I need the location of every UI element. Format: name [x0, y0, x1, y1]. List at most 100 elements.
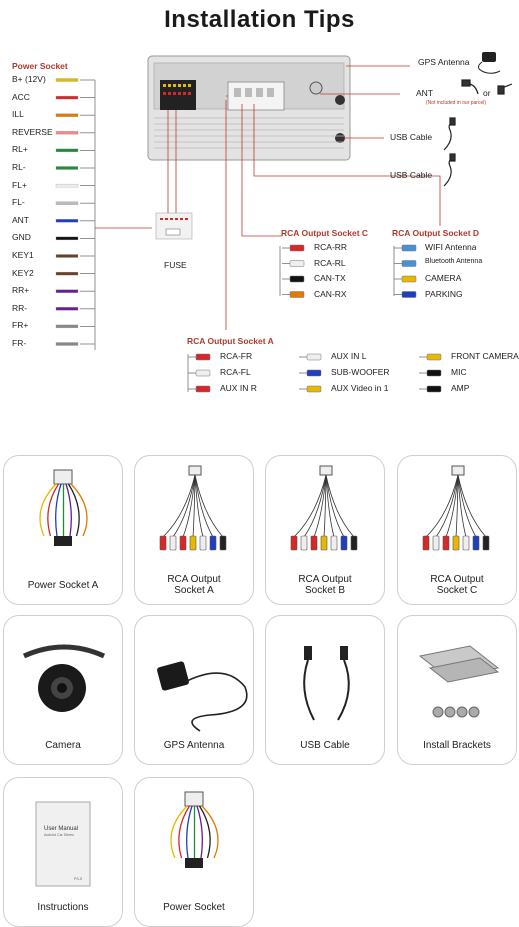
bracket-icon	[418, 645, 500, 718]
usb-cable-icon	[303, 646, 350, 721]
rca-connector	[426, 369, 442, 377]
rca-connector	[426, 353, 442, 361]
power-wire-label: ACC	[12, 91, 30, 102]
power-wire-label: REVERSE	[12, 126, 53, 137]
accessory-card: GPS Antenna	[134, 615, 254, 765]
gps-antenna-label: GPS Antenna	[418, 57, 470, 67]
power-wire-color	[55, 148, 79, 153]
gps-antenna-icon	[157, 661, 248, 732]
page-title: Installation Tips	[164, 6, 355, 33]
accessory-caption: Power Socket A	[27, 580, 99, 591]
rca-cable-icon	[159, 465, 227, 551]
harness-icon	[170, 791, 219, 868]
power-wire-label: RR-	[12, 302, 28, 313]
accessory-card: Install Brackets	[397, 615, 517, 765]
rca-d-heading: RCA Output Socket D	[392, 228, 480, 238]
rca-cable-icon	[159, 465, 227, 551]
power-wire-label: ANT	[12, 214, 29, 225]
gps-antenna-icon	[478, 52, 501, 74]
head-unit-back-panel	[147, 55, 351, 161]
power-wire-color	[55, 254, 79, 258]
harness-icon	[39, 469, 88, 546]
rca-connector	[401, 275, 417, 283]
rca-cable-icon	[290, 465, 358, 551]
power-socket-heading: Power Socket	[12, 61, 68, 71]
fuse-block	[155, 212, 193, 240]
power-wire-label: FR-	[12, 338, 27, 348]
power-wire-color	[55, 131, 79, 135]
power-wire-color	[55, 219, 79, 223]
rca-connector	[195, 385, 211, 393]
rca-label: AUX Video in 1	[331, 383, 389, 393]
power-wire-label: RL-	[12, 162, 26, 172]
bracket-icon	[418, 645, 500, 718]
accessory-caption: Instructions	[37, 902, 89, 913]
accessory-card: Camera	[3, 615, 123, 765]
power-wire-color	[55, 271, 79, 276]
accessory-card: Power Socket A	[3, 455, 123, 605]
usb-cable-icon	[443, 117, 456, 187]
power-wire-color	[55, 342, 79, 346]
harness-icon	[39, 469, 88, 546]
usb-cable-icon	[303, 646, 350, 721]
rca-connector	[289, 291, 305, 298]
rca-connector	[306, 353, 322, 361]
power-wire-color	[55, 166, 79, 170]
power-wire-color	[55, 201, 79, 205]
power-socket-wire-lines	[55, 78, 95, 346]
rca-label: CAN-TX	[314, 273, 346, 283]
rca-connector	[289, 244, 305, 252]
power-wire-label: ILL	[12, 109, 24, 120]
accessory-caption: Power Socket	[163, 902, 225, 913]
rca-cable-icon	[290, 465, 358, 551]
rca-connector	[195, 369, 211, 377]
power-wire-color	[55, 183, 79, 188]
accessory-caption: USB Cable	[300, 740, 350, 751]
svg-text:User Manual: User Manual	[44, 826, 78, 832]
power-wire-label: FR+	[12, 320, 29, 331]
power-wire-color	[55, 324, 79, 329]
camera-icon	[22, 644, 106, 712]
power-wire-label: B+ (12V)	[12, 74, 46, 84]
rca-connector	[401, 244, 417, 252]
accessory-caption: GPS Antenna	[163, 740, 225, 751]
rca-c-heading: RCA Output Socket C	[281, 228, 369, 238]
power-wire-color	[55, 95, 79, 100]
rca-cable-icon	[422, 465, 490, 551]
rca-connector	[426, 385, 442, 393]
rca-label: AUX IN L	[331, 351, 367, 361]
rca-connector	[289, 260, 305, 267]
rca-connector	[306, 385, 322, 393]
accessory-card: Power Socket	[134, 777, 254, 927]
accessory-caption: Camera	[45, 740, 81, 751]
rca-label: RCA-RR	[314, 242, 348, 252]
power-wire-label: GND	[12, 232, 31, 243]
rca-label: Bluetooth Antenna	[425, 257, 483, 265]
ant-adapter-icon	[461, 79, 513, 95]
power-wire-color	[55, 307, 79, 311]
rca-label: MIC	[451, 367, 467, 377]
power-wire-color	[55, 289, 79, 293]
gps-antenna-icon	[157, 661, 248, 732]
rca-cable-icon	[422, 465, 490, 551]
rca-label: CAN-RX	[314, 288, 347, 299]
rca-label: WIFI Antenna	[425, 242, 477, 252]
accessory-caption: Install Brackets	[423, 740, 491, 751]
rca-label: RCA-FR	[220, 351, 253, 361]
rca-connector	[306, 369, 322, 377]
rca-connector-markers	[188, 244, 442, 393]
power-wire-label: KEY1	[12, 250, 34, 260]
rca-label: RCA-RL	[314, 257, 346, 268]
power-wire-label: RR+	[12, 285, 30, 296]
power-wire-color	[55, 78, 79, 82]
rca-label: RCA-FL	[220, 367, 251, 377]
